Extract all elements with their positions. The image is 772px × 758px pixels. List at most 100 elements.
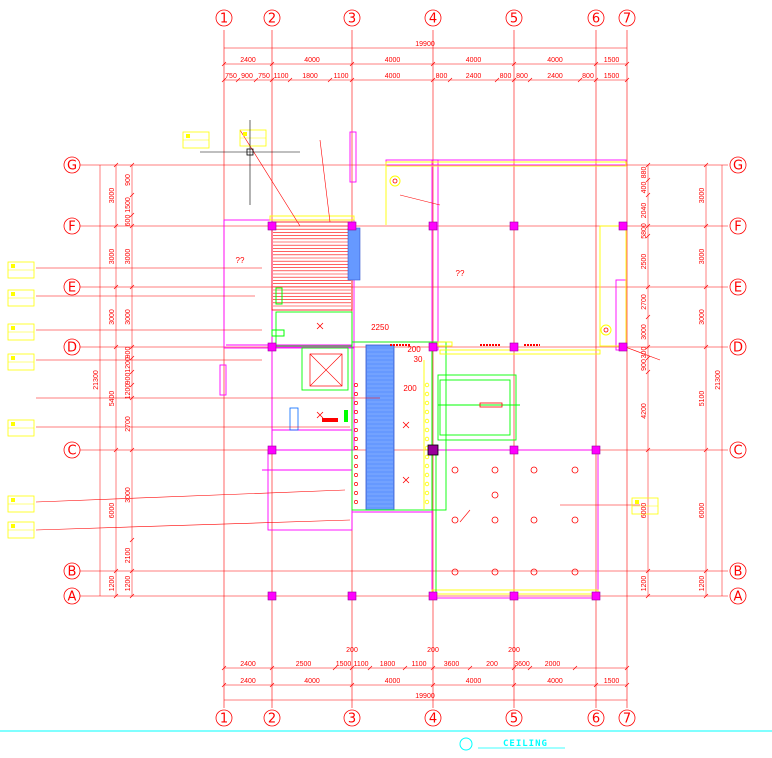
structural-column	[618, 221, 628, 231]
axis-label-col: 6	[592, 12, 600, 27]
axis-label-row: D	[67, 341, 77, 356]
exhaust-icon	[316, 411, 324, 419]
downlight-small	[354, 446, 358, 450]
axis-grid-lines	[80, 30, 728, 708]
downlight-small	[424, 481, 430, 487]
label-tag-mark	[11, 422, 15, 426]
top-row1-text: 4000	[304, 57, 320, 64]
axis-label-col: 3	[348, 712, 356, 727]
axis-label-col: 2	[268, 12, 276, 27]
top-row1-text: 2400	[240, 57, 256, 64]
left-outer-tick	[113, 344, 119, 350]
axis-bubble-row	[729, 338, 747, 356]
bottom-row1-tick	[402, 665, 408, 671]
axis-bubble-col	[587, 9, 605, 27]
right-inner-tick	[645, 447, 651, 453]
downlight-small	[424, 382, 430, 388]
duct-outline	[431, 341, 447, 511]
axis-bubble-col	[618, 9, 636, 27]
structural-column	[267, 221, 277, 231]
wall-outline	[615, 279, 627, 351]
top-row1-tick	[221, 61, 227, 67]
right-inner-text: 4200	[641, 403, 648, 419]
exhaust-icon	[402, 421, 410, 429]
downlight-small	[354, 491, 358, 495]
note-text: ??	[456, 269, 465, 278]
lamp-icon	[603, 327, 609, 333]
axis-label-col: 6	[592, 712, 600, 727]
bottom-row1-tick	[367, 665, 373, 671]
left-inner-text: 3000	[125, 487, 132, 503]
axis-bubble-col	[343, 709, 361, 727]
bottom-row2-tick	[624, 682, 630, 688]
bottom-row1-tick	[430, 665, 436, 671]
right-outer-text: 5100	[699, 391, 706, 407]
axis-bubble-col	[424, 709, 442, 727]
duct-outline	[437, 374, 517, 441]
axis-label-row: A	[734, 590, 743, 605]
axis-label-row: B	[734, 565, 743, 580]
crosshair-box	[246, 148, 254, 156]
label-tag-mark	[11, 498, 15, 502]
bottom-row2-text: 1500	[604, 678, 620, 685]
ceiling-edge	[437, 341, 453, 347]
duct-outline	[439, 379, 511, 436]
leader-line	[35, 489, 346, 503]
downlight-small	[354, 455, 358, 459]
top-row2-tick	[494, 77, 500, 83]
bottom-row2-tick	[269, 682, 275, 688]
top-row2-tick	[269, 77, 275, 83]
right-inner-text: 2700	[641, 294, 648, 310]
downlight-small	[424, 472, 430, 478]
right-inner-tick	[645, 369, 651, 375]
exhaust-icon	[402, 476, 410, 484]
duct-outline	[301, 347, 349, 391]
axis-bubble-row	[729, 587, 747, 605]
hatched-ceiling-outline	[271, 221, 353, 311]
bottom-row1-text: 1500	[336, 661, 352, 668]
leader-line	[459, 509, 471, 523]
left-inner-tick	[129, 537, 135, 543]
axis-bubble-row	[63, 156, 81, 174]
downlight-small	[354, 419, 358, 423]
downlight-small	[354, 401, 358, 405]
bottom-row1-tick	[467, 665, 473, 671]
top-row1-tick	[349, 61, 355, 67]
axis-label-row: C	[733, 444, 742, 459]
right-outer-tick	[703, 223, 709, 229]
downlight-small	[354, 392, 358, 396]
bottom-row1-tick	[349, 665, 355, 671]
wall-outline	[223, 219, 273, 349]
structural-column	[267, 591, 277, 601]
leader-line	[239, 129, 301, 227]
bottom-row1-tick	[624, 665, 630, 671]
accent-rect	[479, 402, 503, 408]
bottom-row1-text: 1800	[380, 661, 396, 668]
axis-bubble-col	[215, 9, 233, 27]
lamp-icon	[392, 178, 398, 184]
downlight	[451, 516, 459, 524]
downlight-small	[354, 473, 358, 477]
axis-label-row: E	[734, 281, 742, 296]
axis-label-col: 4	[429, 12, 437, 27]
top-row2-tick	[253, 77, 259, 83]
right-inner-tick	[645, 568, 651, 574]
top-row2-text: 750	[225, 73, 237, 80]
bottom-row1-text: 2000	[545, 661, 561, 668]
right-outer-tick	[703, 447, 709, 453]
top-row1-tick	[269, 61, 275, 67]
label-tag-mark	[186, 134, 190, 138]
top-row2-tick	[327, 77, 333, 83]
top-row1-text: 4000	[466, 57, 482, 64]
right-outer-tick	[703, 593, 709, 599]
structural-column	[591, 591, 601, 601]
vent-grille	[289, 407, 299, 431]
bottom-row2-tick	[511, 682, 517, 688]
structural-column	[618, 342, 628, 352]
left-inner-text: 900	[125, 373, 132, 385]
top-row2-text: 800	[516, 73, 528, 80]
left-inner-text: 2700	[125, 416, 132, 432]
right-inner-tick	[645, 284, 651, 290]
shaft-block	[365, 344, 395, 511]
